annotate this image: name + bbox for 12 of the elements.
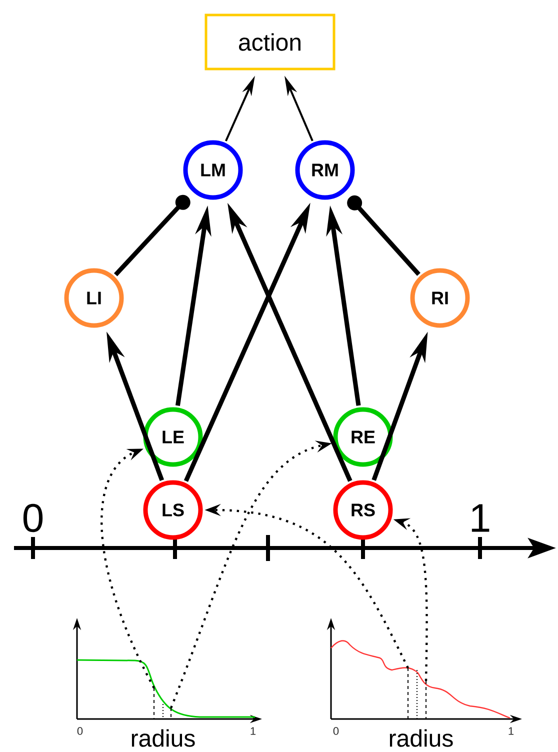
action-box: action — [204, 14, 336, 70]
tick-label: 0 — [333, 727, 339, 735]
axis-label: radius — [390, 729, 453, 747]
scale-label: 1 — [472, 504, 490, 532]
dotted-arrow — [100, 448, 155, 688]
tick-label: 1 — [508, 727, 514, 735]
inhibition-connector — [347, 195, 420, 276]
axis-label: radius — [132, 729, 195, 747]
inhibition-connector — [114, 194, 190, 276]
tick-label: 0 — [77, 727, 83, 735]
tick-label: 1 — [250, 727, 256, 735]
scale-label: 0 — [23, 504, 43, 532]
